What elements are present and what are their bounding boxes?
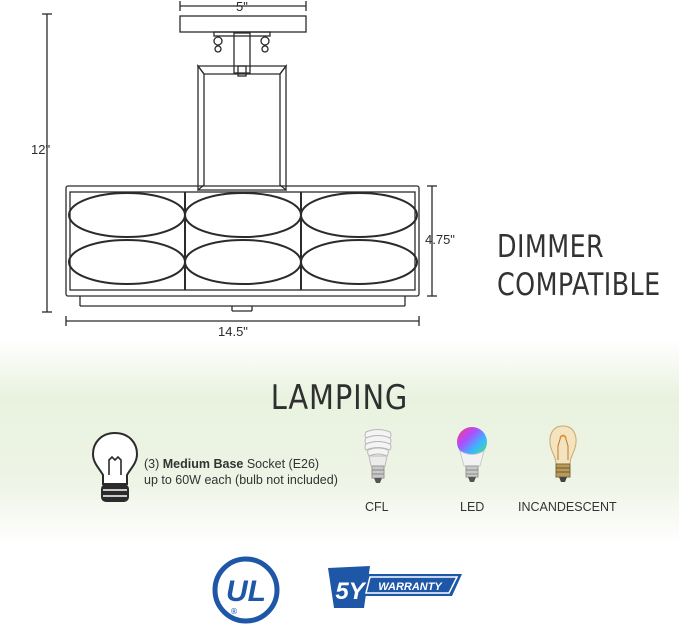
feature-line-2: COMPATIBLE xyxy=(497,267,661,303)
warranty-badge-icon: 5Y WARRANTY xyxy=(328,566,462,608)
socket-info: (3) Medium Base Socket (E26) up to 60W e… xyxy=(144,456,338,488)
width-dimension-label: 5" xyxy=(236,0,248,14)
socket-line-1: (3) Medium Base Socket (E26) xyxy=(144,456,338,472)
bulb-label-led: LED xyxy=(460,500,485,514)
dimmer-compatible-text: DIMMER COMPATIBLE xyxy=(497,228,661,304)
edison-bulb-icon xyxy=(549,425,577,482)
wattage-text: up to 60W each (bulb not included) xyxy=(144,473,338,487)
warranty-text: WARRANTY xyxy=(378,581,443,593)
feature-line-1: DIMMER xyxy=(497,229,605,265)
bulb-label-incandescent: INCANDESCENT xyxy=(518,500,617,514)
fixture-diagram xyxy=(42,1,437,326)
lamping-title: LAMPING xyxy=(270,378,409,418)
overall-width-dimension-label: 14.5" xyxy=(218,324,248,339)
ul-listed-icon: UL ® xyxy=(212,556,280,624)
led-bulb-icon xyxy=(457,427,487,482)
cfl-bulb-icon xyxy=(364,429,392,483)
socket-type: Medium Base xyxy=(162,457,244,471)
ul-registered-mark: ® xyxy=(230,607,238,616)
warranty-years-text: 5Y xyxy=(335,578,366,605)
height-dimension-label: 12" xyxy=(31,142,51,157)
socket-count: (3) xyxy=(144,457,160,471)
bulb-label-cfl: CFL xyxy=(365,500,389,514)
socket-suffix: Socket (E26) xyxy=(246,457,320,471)
bulb-outline-icon xyxy=(91,431,139,502)
ul-mark-text: UL xyxy=(226,575,266,608)
shade-height-dimension-label: 4.75" xyxy=(425,232,455,247)
